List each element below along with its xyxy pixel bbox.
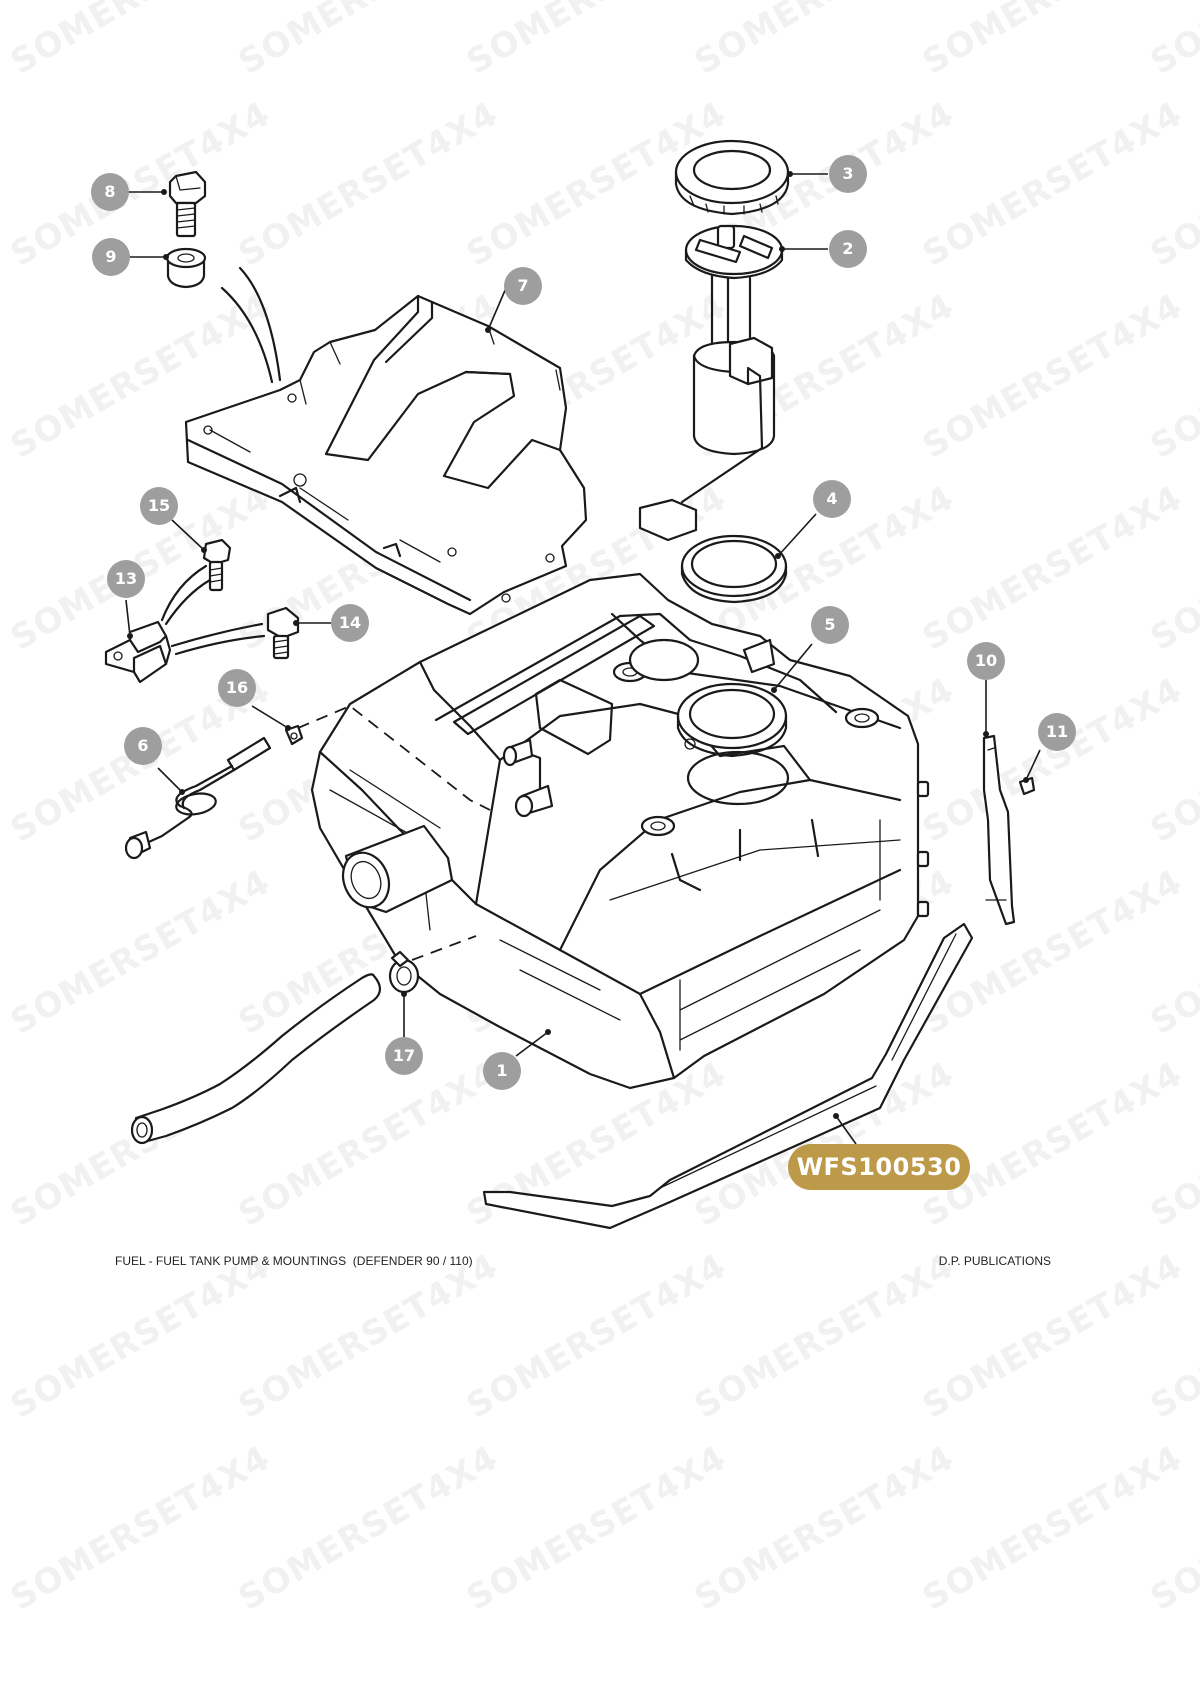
part-number-badge[interactable]: WFS100530 — [788, 1144, 970, 1190]
part-4-seal[interactable] — [680, 534, 788, 604]
leader-lines — [125, 171, 1041, 1145]
callout-1[interactable]: 1 — [483, 1052, 521, 1090]
callout-9[interactable]: 9 — [92, 238, 130, 276]
part-8-bolt[interactable] — [168, 170, 207, 238]
part-15-bolt[interactable] — [202, 538, 232, 592]
callout-4[interactable]: 4 — [813, 480, 851, 518]
part-7-heat-shield[interactable] — [184, 294, 588, 616]
assembly-line — [411, 935, 477, 961]
part-10-strap[interactable] — [982, 734, 1016, 926]
part-17-hose-clip[interactable] — [388, 950, 420, 994]
assembly-line — [297, 704, 491, 811]
fitting-guide-line — [164, 578, 212, 626]
part-14-bolt[interactable] — [266, 606, 300, 660]
callout-17[interactable]: 17 — [385, 1037, 423, 1075]
callout-15[interactable]: 15 — [140, 487, 178, 525]
callout-11[interactable]: 11 — [1038, 713, 1076, 751]
part-9-nut[interactable] — [165, 247, 207, 289]
callout-3[interactable]: 3 — [829, 155, 867, 193]
callout-5[interactable]: 5 — [811, 606, 849, 644]
callout-6[interactable]: 6 — [124, 727, 162, 765]
callout-14[interactable]: 14 — [331, 604, 369, 642]
part-5-pump-collar[interactable] — [676, 682, 788, 758]
callout-2[interactable]: 2 — [829, 230, 867, 268]
strap-wfs100530[interactable] — [482, 922, 974, 1230]
callout-8[interactable]: 8 — [91, 173, 129, 211]
callout-7[interactable]: 7 — [504, 267, 542, 305]
fitting-guide-line — [220, 286, 274, 384]
callout-16[interactable]: 16 — [218, 669, 256, 707]
fitting-guide-line — [170, 622, 264, 648]
callout-13[interactable]: 13 — [107, 560, 145, 598]
fitting-guide-line — [238, 266, 282, 382]
filler-hose — [130, 973, 382, 1145]
publisher-label: D.P. PUBLICATIONS — [938, 1254, 1051, 1268]
fitting-guide-line — [160, 564, 208, 622]
part-16-clip[interactable] — [284, 724, 304, 746]
callout-10[interactable]: 10 — [967, 642, 1005, 680]
part-6-breather-pipe[interactable] — [124, 736, 272, 860]
diagram-caption: FUEL - FUEL TANK PUMP & MOUNTINGS (DEFEN… — [115, 1254, 473, 1268]
part-2-fuel-pump-sender[interactable] — [638, 224, 784, 542]
part-13-bracket[interactable] — [104, 620, 172, 684]
part-3-locking-ring[interactable] — [674, 139, 790, 216]
fitting-guide-line — [174, 634, 266, 656]
